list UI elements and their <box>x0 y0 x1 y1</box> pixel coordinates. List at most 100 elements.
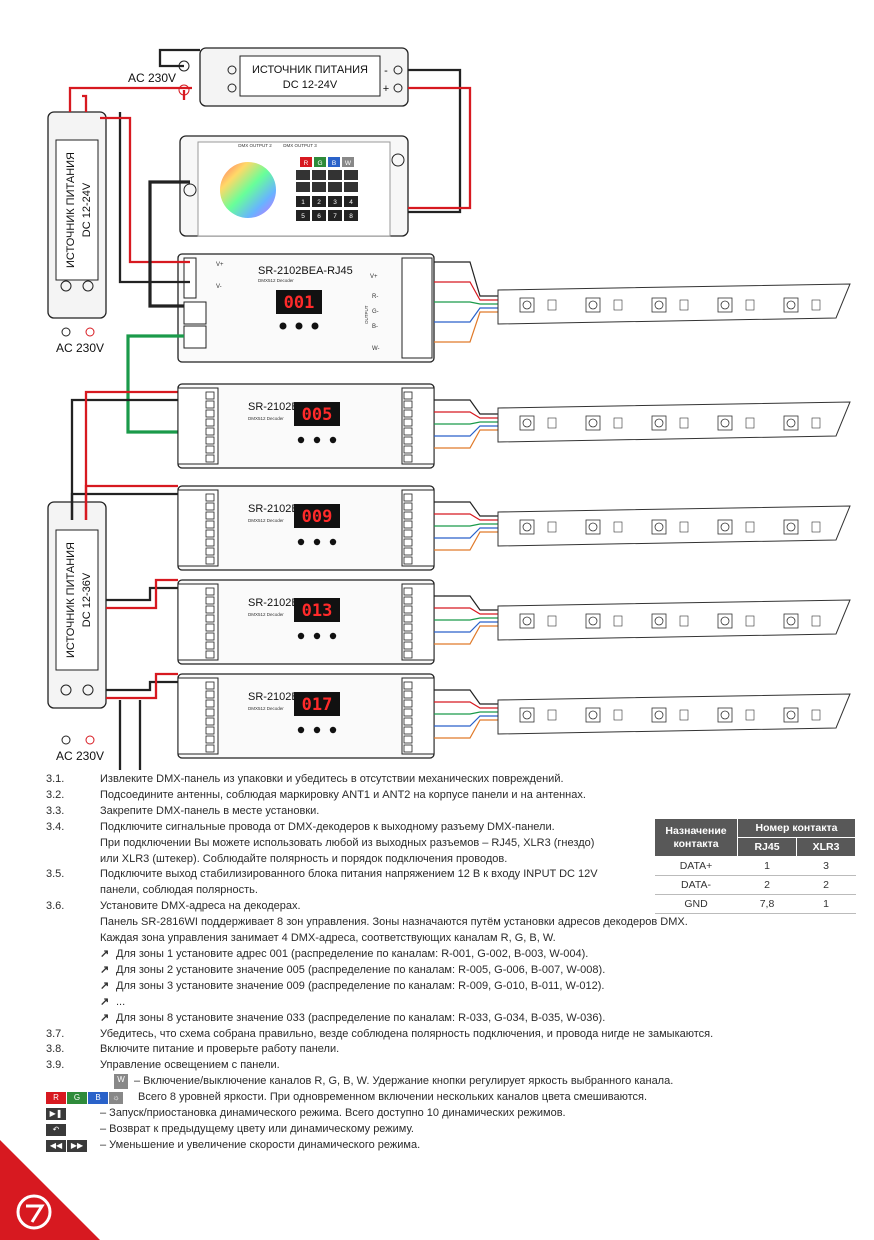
panel-key-label: W <box>345 160 352 167</box>
panel-key-label: G <box>317 160 322 167</box>
zone-bullet: ↗Для зоны 3 установите значение 009 (рас… <box>46 979 836 995</box>
decoder-title: SR-2102B <box>248 597 299 609</box>
step-3-5-extra-1: панели, соблюдая полярность. <box>100 884 258 897</box>
panel-key-label: 3 <box>333 199 337 206</box>
panel-key-label: B <box>332 160 336 167</box>
led-strip <box>497 283 851 325</box>
psu-top-plus: + <box>383 83 389 95</box>
psu-left2-line1: ИСТОЧНИК ПИТАНИЯ <box>65 542 77 658</box>
decoder-display: 005 <box>302 405 333 425</box>
decoder-subtitle: DMX512 Decoder <box>248 706 284 711</box>
panel-key <box>296 210 310 221</box>
brand-logo-icon <box>0 1140 100 1240</box>
main-output-wire <box>434 261 500 297</box>
panel-out2: DMX OUTPUT 3 <box>283 143 317 148</box>
arrow-icon: ↗ <box>100 995 110 1008</box>
led-strips-layer <box>497 283 851 735</box>
instructions: 3.1.Извлеките DMX-панель из упаковки и у… <box>46 772 836 1154</box>
panel-key <box>328 157 340 167</box>
psu-left-1: ИСТОЧНИК ПИТАНИЯ DC 12-24V AC 230V <box>47 111 107 355</box>
table-header-xlr3: XLR3 <box>796 837 856 857</box>
control-row-1: W – Включение/выключение каналов R, G, B… <box>46 1074 836 1090</box>
panel-key <box>344 196 358 207</box>
decoder-title: SR-2102B <box>248 401 299 413</box>
psu-left1-line1: ИСТОЧНИК ПИТАНИЯ <box>65 152 77 268</box>
step-3-4-extra-1: При подключении Вы можете использовать л… <box>100 836 595 849</box>
wires <box>68 48 472 770</box>
rgbw-buttons-icon: R G B ☼ <box>46 1092 123 1105</box>
zone-bullet: ↗Для зоны 2 установите значение 005 (рас… <box>46 963 836 979</box>
psu-left2-line2: DC 12-36V <box>81 572 93 627</box>
panel-key <box>312 210 326 221</box>
psu-left2-ac: AC 230V <box>56 749 104 763</box>
decoder-title: SR-2102B <box>248 691 299 703</box>
main-output-wire <box>434 307 500 323</box>
main-in-vplus: V+ <box>216 262 224 268</box>
panel-key-label: 7 <box>333 213 337 220</box>
contact-table: Назначение контакта Номер контакта RJ45 … <box>654 818 856 914</box>
psu-top: ИСТОЧНИК ПИТАНИЯ DC 12-24V - + AC 230V <box>128 47 409 107</box>
decoder-display: 017 <box>302 695 333 715</box>
panel-key-label: 4 <box>349 199 353 206</box>
main-w: W- <box>372 346 380 352</box>
panel-key <box>328 182 342 192</box>
panel-key <box>344 170 358 180</box>
panel-key <box>312 182 326 192</box>
wiring-diagram: ИСТОЧНИК ПИТАНИЯ DC 12-24V - + AC 230V И… <box>47 47 851 770</box>
play-pause-icon: ▶❚ <box>46 1108 66 1120</box>
panel-key <box>314 157 326 167</box>
main-in-vminus: V- <box>216 284 222 290</box>
main-b: B- <box>372 324 378 330</box>
main-output-wire <box>434 311 500 343</box>
speed-buttons-icon: ◀◀▶▶ <box>46 1139 87 1152</box>
step-3-4: 3.4.Подключите сигнальные провода от DMX… <box>46 820 555 833</box>
panel-key <box>328 210 342 221</box>
zone-bullet: ↗Для зоны 1 установите адрес 001 (распре… <box>46 947 836 963</box>
control-row-3: ▶❚ – Запуск/приостановка динамического р… <box>46 1106 836 1122</box>
panel-key-label: 2 <box>317 199 321 206</box>
panel-key-label: 1 <box>301 199 305 206</box>
step-3-2: 3.2.Подсоедините антенны, соблюдая марки… <box>46 788 586 801</box>
table-header-purpose: Назначение контакта <box>654 818 738 857</box>
main-output-wire <box>434 301 500 305</box>
step-3-6-extra-1: Панель SR-2816WI поддерживает 8 зон упра… <box>100 916 688 929</box>
panel-out1: DMX OUTPUT 2 <box>238 143 272 148</box>
decoder-subtitle: DMX512 Decoder <box>248 612 284 617</box>
control-row-2: R G B ☼ Всего 8 уровней яркости. При одн… <box>46 1090 836 1106</box>
zone-bullet: ↗Для зоны 8 установите значение 033 (рас… <box>46 1011 836 1027</box>
panel-key <box>300 157 312 167</box>
main-r: R- <box>372 294 378 300</box>
led-strip <box>497 505 851 547</box>
decoder-display: 009 <box>302 507 333 527</box>
brightness-icon: ☼ <box>109 1092 123 1105</box>
panel-key <box>344 210 358 221</box>
step-3-6-extra-2: Каждая зона управления занимает 4 DMX-ад… <box>100 932 556 945</box>
decoder-title: SR-2102B <box>248 503 299 515</box>
step-3-4-extra-2: или XLR3 (штекер). Соблюдайте полярность… <box>100 852 508 865</box>
panel-key <box>296 182 310 192</box>
step-3-9: 3.9.Управление освещением с панели. <box>46 1059 280 1072</box>
psu-left1-ac: AC 230V <box>56 341 104 355</box>
arrow-icon: ↗ <box>100 947 110 960</box>
control-row-5: ◀◀▶▶ – Уменьшение и увеличение скорости … <box>46 1138 836 1154</box>
step-3-6: 3.6.Установите DMX-адреса на декодерах. <box>46 900 301 913</box>
step-3-5: 3.5.Подключите выход стабилизированного … <box>46 868 598 881</box>
main-output: OUTPUT <box>364 305 369 324</box>
arrow-icon: ↗ <box>100 963 110 976</box>
decoder-4: SR-2102B DMX512 Decoder 017 <box>177 673 500 759</box>
step-3-3: 3.3.Закрепите DMX-панель в месте установ… <box>46 804 320 817</box>
main-decoder: SR-2102BEA-RJ45 DMX512 Decoder 001 V+ R-… <box>177 253 435 363</box>
psu-top-minus: - <box>384 65 388 77</box>
psu-top-line2: DC 12-24V <box>283 79 338 91</box>
zone-bullet: ↗... <box>46 995 836 1011</box>
psu-top-line1: ИСТОЧНИК ПИТАНИЯ <box>252 64 368 76</box>
led-strip <box>497 693 851 735</box>
step-3-7: 3.7.Убедитесь, что схема собрана правиль… <box>46 1027 714 1040</box>
panel-key <box>296 196 310 207</box>
panel-key-label: R <box>304 160 309 167</box>
